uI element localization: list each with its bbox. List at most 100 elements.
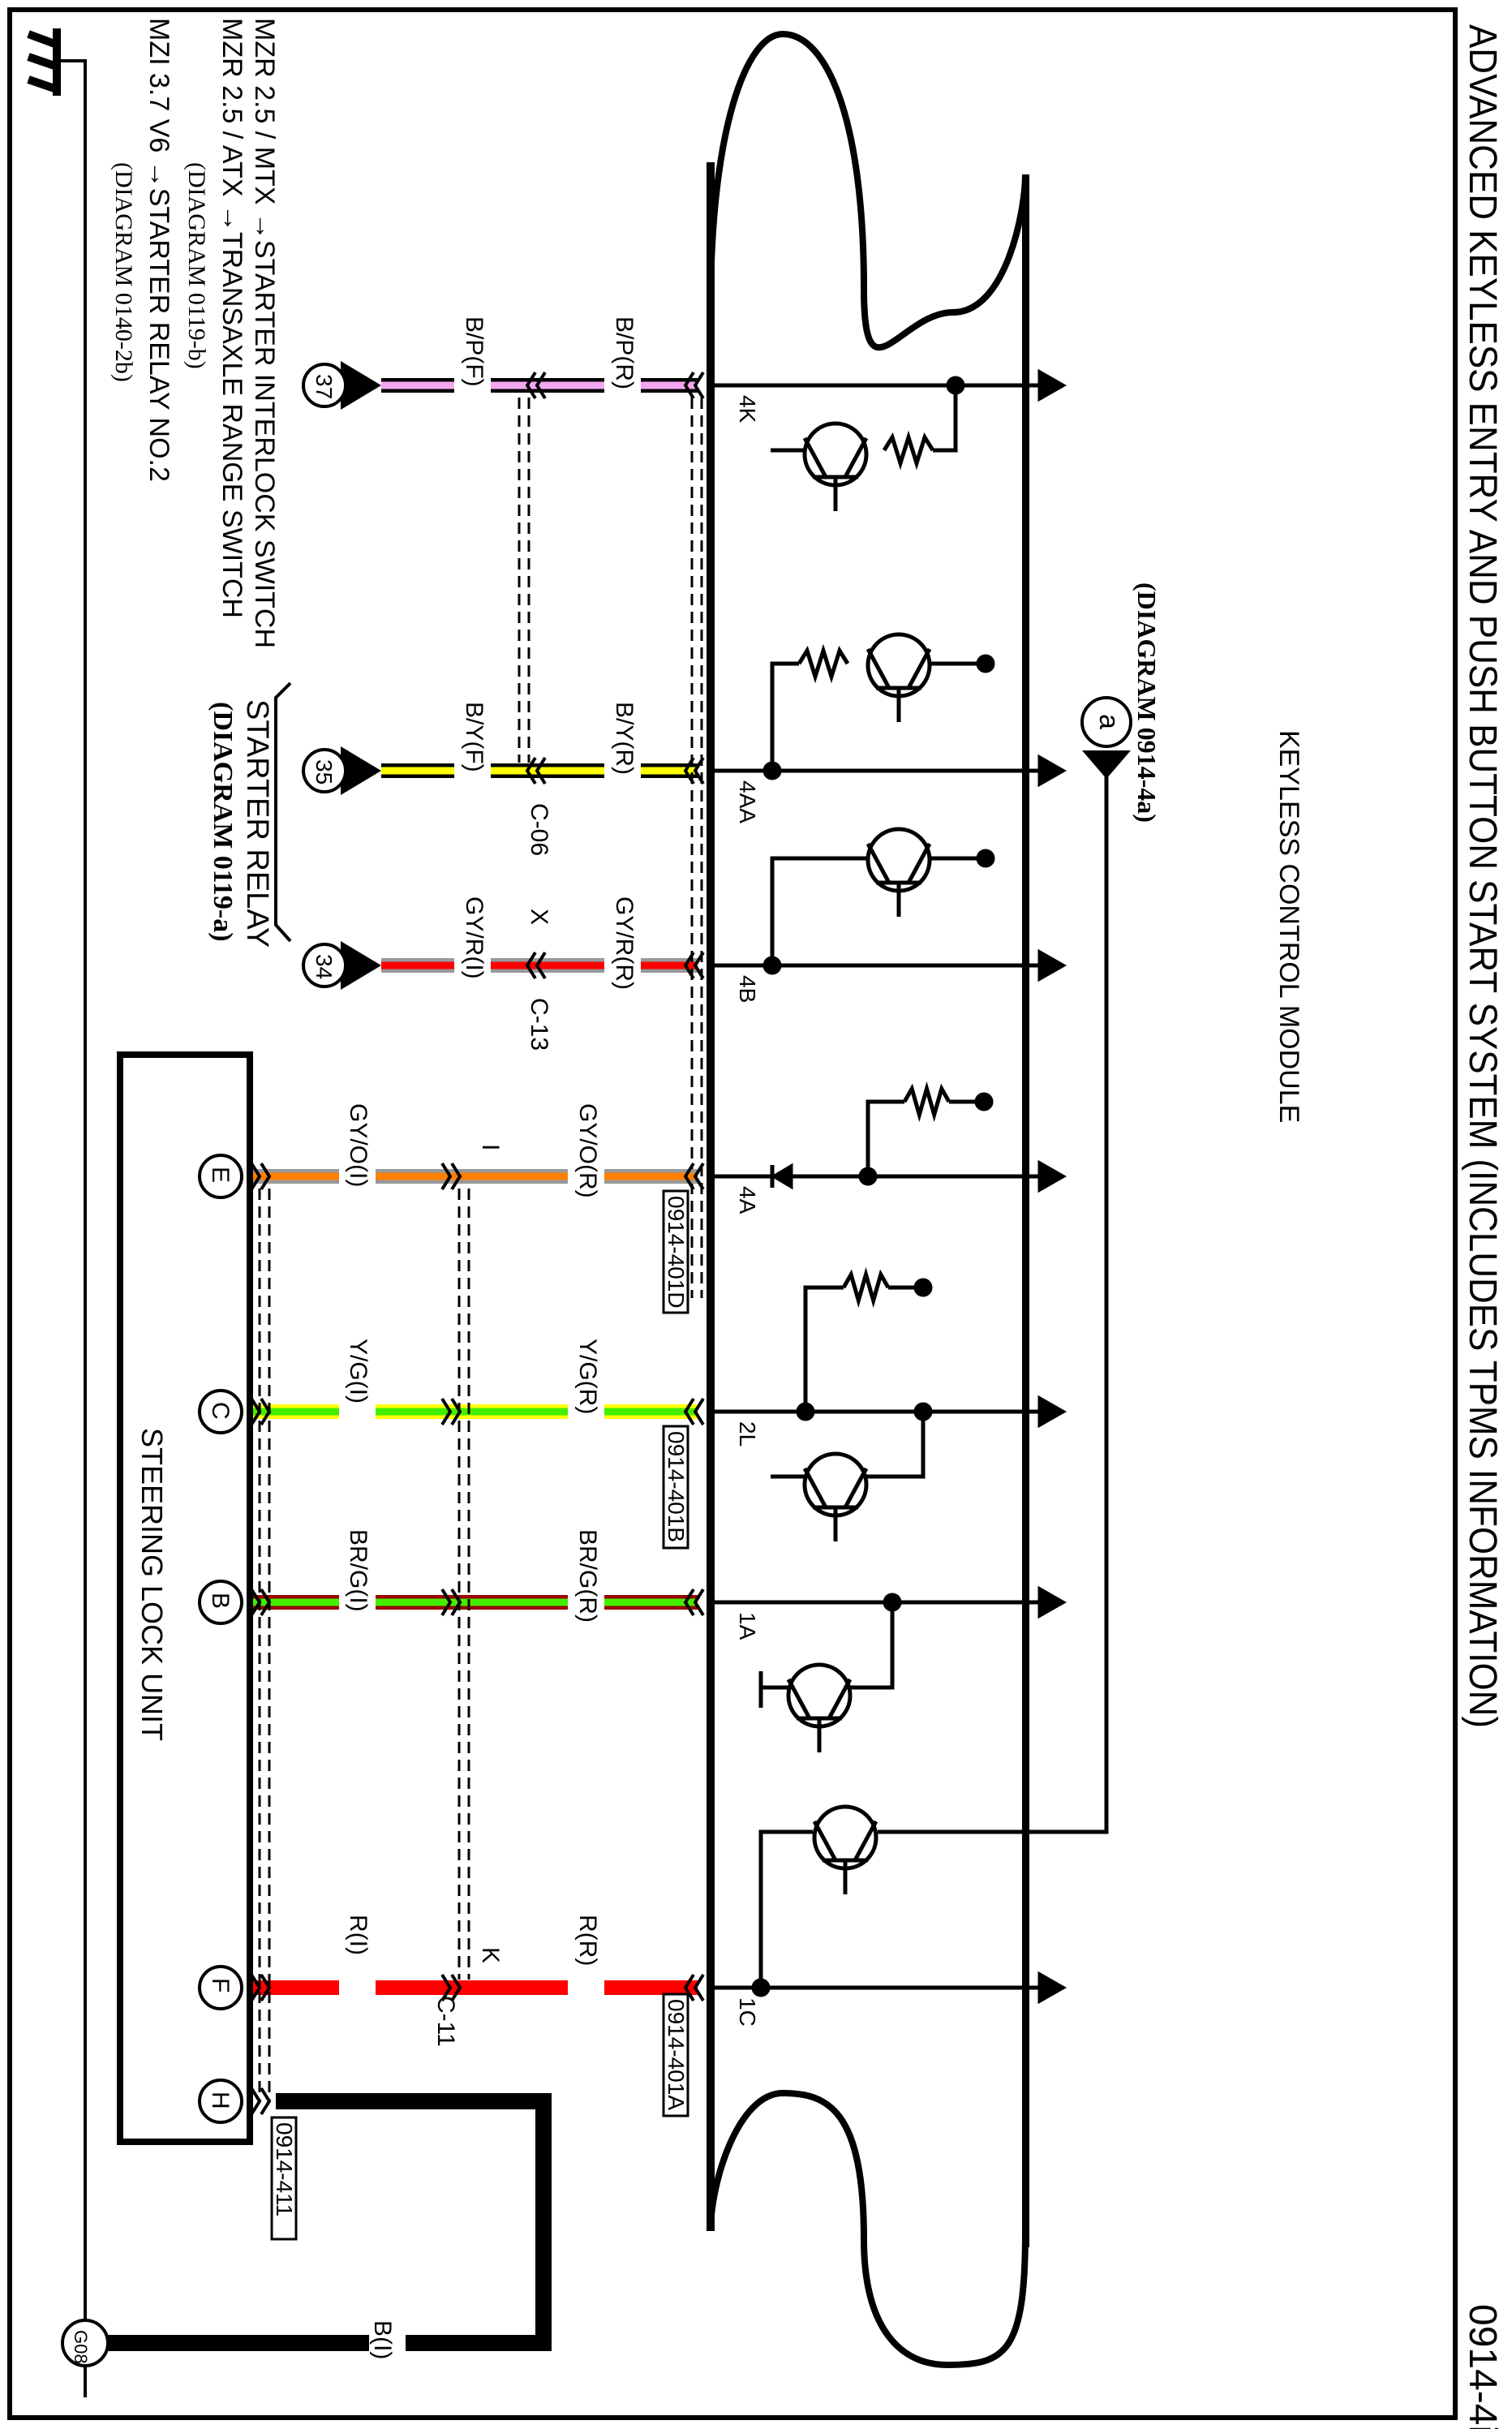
slu-pin-label: B <box>207 1593 234 1609</box>
slu-pin-circle <box>198 1580 243 1625</box>
connector-chevron-icon <box>250 1162 262 1191</box>
transistor-1a-icon <box>786 1662 853 1752</box>
steering-lock-unit-name: STEERING LOCK UNIT <box>135 1428 169 1741</box>
output-arrow-icon <box>1037 1159 1067 1193</box>
connector-ref-label: 0914-411 <box>272 2122 297 2216</box>
offpage-ref-arrow <box>1082 750 1131 779</box>
page-border <box>7 7 1458 2420</box>
dest-circle <box>302 748 347 793</box>
connector-chevron-icon <box>535 371 547 400</box>
resistor-icon <box>902 1081 951 1123</box>
transistor-lead <box>843 1467 869 1509</box>
connector-chevron-icon <box>693 1162 705 1191</box>
page-id: 0914-4i <box>1461 2304 1504 2429</box>
output-arrow-icon <box>1037 368 1067 402</box>
pin-label: 4B <box>735 975 760 1003</box>
wire-gap <box>454 759 491 782</box>
wire-stripe <box>381 961 698 969</box>
circuit-4A: GY/O(R)GY/O(I)E4A <box>198 1103 760 1214</box>
slu-pin-circle <box>198 2079 243 2124</box>
ground-wire-label: B(I) <box>369 2320 396 2359</box>
transistor-4aa-icon <box>866 632 932 722</box>
wire-label-r: R(R) <box>574 1915 601 1966</box>
engine-note: MZR 2.5 / ATX →TRANSAXLE RANGE SWITCH <box>217 18 247 618</box>
transistor-lead <box>802 1467 828 1509</box>
slu-pin-circle <box>198 1154 243 1199</box>
transistor-4b-icon <box>866 827 932 917</box>
connector-ref-label: 0914-401B <box>664 1431 689 1542</box>
wire-stripe <box>251 1172 698 1180</box>
wire-stripe <box>251 1408 698 1416</box>
circuit-1C: R(R)R(I)F1C <box>198 1915 760 2027</box>
offpage-ref-label: a <box>1093 714 1124 729</box>
transistor-lead <box>812 1820 838 1862</box>
connector-chevron-icon <box>260 1973 272 2002</box>
transistor-1c-icon <box>812 1804 878 1894</box>
connector-chevron-icon <box>525 756 537 785</box>
transistor-lead <box>906 842 932 884</box>
connector-ref-box <box>662 1993 689 2117</box>
connector-chevron-icon <box>535 951 547 980</box>
wire-gap <box>339 1165 376 1188</box>
engine-note-ref: (DIAGRAM 0119-b) <box>183 162 210 369</box>
internal-trace <box>770 856 866 965</box>
connector-chevron-icon <box>260 2087 272 2116</box>
transistor-lead <box>853 1820 878 1862</box>
pin-label: 2L <box>735 1421 760 1447</box>
transistor-lead <box>802 436 828 479</box>
wire-label-i: Y/G(I) <box>345 1339 372 1404</box>
wire-label-r: Y/G(R) <box>574 1339 601 1414</box>
output-arrow-icon <box>1037 1395 1067 1429</box>
connector-chevron-icon <box>693 371 705 400</box>
connector-chevron-icon <box>440 1588 453 1617</box>
dest-circle <box>302 363 347 408</box>
pin-label: 1A <box>735 1612 760 1640</box>
ground-g08 <box>61 2319 110 2367</box>
wire-label-f: B/Y(F) <box>461 702 488 772</box>
transistor-lead <box>906 647 932 690</box>
starter-relay-bracket <box>274 681 292 943</box>
dest-arrow-icon <box>341 361 381 410</box>
dest-number: 34 <box>311 954 337 979</box>
diagram-title: ADVANCED KEYLESS ENTRY AND PUSH BUTTON S… <box>1461 24 1504 1728</box>
slu-pin-circle <box>198 1965 243 2010</box>
wire-label-f: B/P(F) <box>461 316 488 387</box>
circuit-1A: BR/G(R)BR/G(I)B1A <box>198 1529 760 1640</box>
dest-number: 35 <box>311 759 337 785</box>
connector-c06-label: C-06 <box>526 803 552 856</box>
slu-pin-circle <box>198 1389 243 1434</box>
connector-ref-box <box>662 1189 689 1314</box>
wire-gap <box>568 1165 604 1188</box>
transistor-lead <box>843 436 869 479</box>
wire-gap <box>604 374 641 397</box>
connector-chevron-icon <box>440 1162 453 1191</box>
resistor-icon <box>882 430 935 471</box>
engine-note: MZR 2.5 / MTX →STARTER INTERLOCK SWITCH <box>249 18 280 648</box>
dest-circle <box>302 943 347 988</box>
dest-arrow-icon <box>341 941 381 990</box>
connector-ref-label: 0914-401A <box>664 1999 689 2110</box>
connector-chevron-icon <box>693 1588 705 1617</box>
pin-label: 1C <box>735 1997 760 2027</box>
wire-label-r: B/Y(R) <box>611 702 638 775</box>
wire-label-f: GY/R(I) <box>461 896 488 979</box>
wire-gap <box>604 954 641 977</box>
circuit-2L: Y/G(R)Y/G(I)C2L <box>198 1339 760 1447</box>
wire-gap <box>568 1591 604 1614</box>
connector-chevron-icon <box>525 371 537 400</box>
ground-bus <box>57 59 87 2397</box>
wire-gap <box>339 1976 376 1999</box>
wire-stripe <box>251 1984 698 1992</box>
connector-chevron-icon <box>440 1397 453 1426</box>
transistor-lead <box>827 1678 853 1720</box>
connector-ref-label: 0914-401D <box>664 1196 689 1309</box>
internal-trace <box>758 1829 813 1988</box>
wire-gap <box>454 954 491 977</box>
ground-wire <box>108 2093 552 2351</box>
wire-gap <box>568 1400 604 1423</box>
connector-chevron-icon <box>683 1397 695 1426</box>
wire-gap <box>339 1400 376 1423</box>
transistor-lead <box>786 1678 812 1720</box>
